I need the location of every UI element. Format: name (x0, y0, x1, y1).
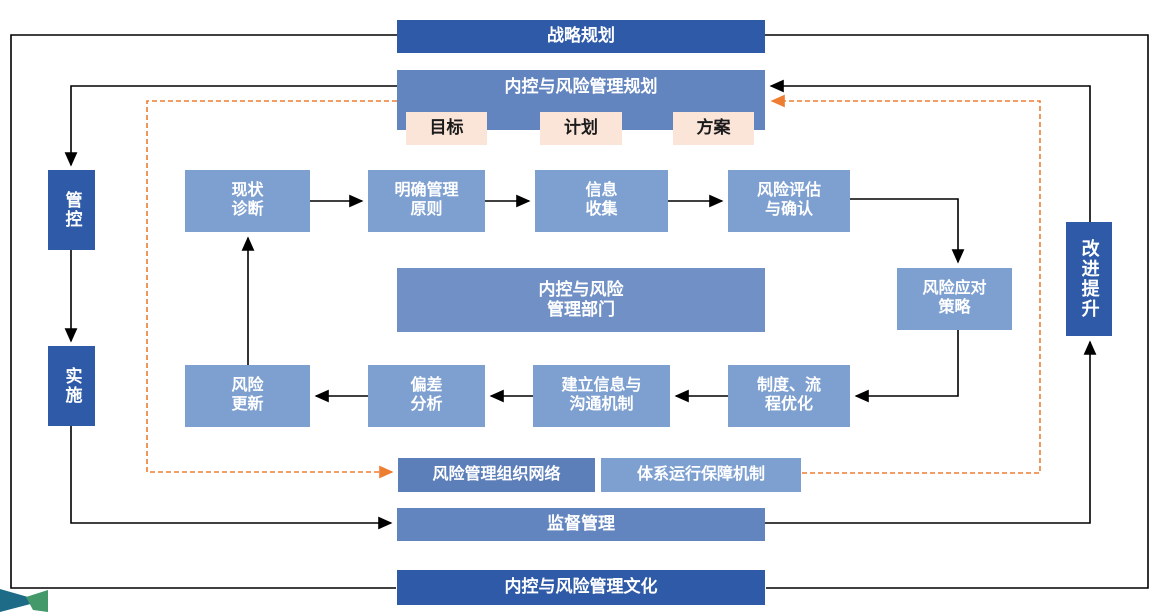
connector-planning-to-control (64, 85, 397, 167)
node-deviation-analysis: 偏差 分析 (368, 365, 485, 427)
node-risk-assessment: 风险评估 与确认 (728, 170, 850, 232)
node-system-guarantee: 体系运行保障机制 (601, 458, 801, 492)
node-scheme: 方案 (673, 112, 754, 145)
node-risk-response: 风险应对 策略 (897, 268, 1012, 330)
node-communication-mechanism: 建立信息与 沟通机制 (533, 365, 670, 427)
node-goal: 目标 (406, 112, 487, 145)
node-clarify-principles: 明确管理 原则 (368, 170, 485, 232)
node-implement: 实施 (48, 346, 95, 426)
connector-assess-to-response (850, 198, 965, 264)
node-strategic-planning: 战略规划 (397, 20, 765, 53)
node-process-optimization: 制度、流 程优化 (728, 365, 850, 427)
connector-outer-loop-left (10, 34, 397, 589)
node-improve: 改进提升 (1066, 222, 1112, 336)
node-info-collection: 信息 收集 (535, 170, 668, 232)
node-ic-risk-department: 内控与风险 管理部门 (397, 268, 765, 332)
connector-implement-to-supervision (70, 426, 393, 530)
node-plan: 计划 (540, 112, 622, 145)
connector-response-to-optimize (854, 330, 959, 403)
node-supervision: 监督管理 (397, 508, 765, 541)
node-risk-update: 风险 更新 (185, 365, 310, 427)
node-ic-risk-culture: 内控与风险管理文化 (397, 570, 765, 605)
node-risk-org-network: 风险管理组织网络 (398, 458, 595, 492)
logo-mark (0, 589, 48, 612)
node-status-diagnosis: 现状 诊断 (185, 170, 310, 232)
node-control: 管控 (48, 170, 95, 250)
